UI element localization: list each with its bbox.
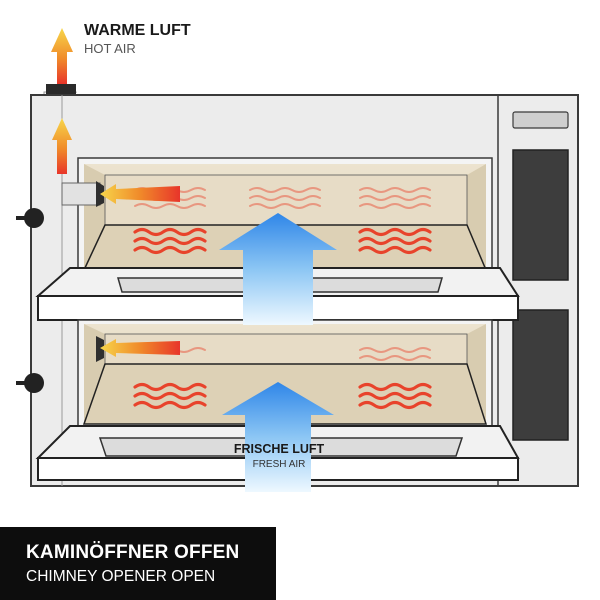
hot-air-arrow-icon <box>51 28 73 84</box>
control-panel-top <box>512 149 569 281</box>
hot-air-label-en: HOT AIR <box>84 41 136 56</box>
fresh-air-arrow-icon <box>219 213 337 325</box>
fresh-air-label-en: FRESH AIR <box>253 459 306 470</box>
state-subtitle: CHIMNEY OPENER OPEN <box>26 568 216 585</box>
hot-air-arrow-icon <box>100 184 180 204</box>
hot-air-label-de: WARME LUFT <box>84 22 191 39</box>
vent-slot-upper <box>61 181 104 207</box>
hot-air-arrow-icon <box>52 118 72 174</box>
state-banner: KAMINÖFFNER OFFEN CHIMNEY OPENER OPEN <box>0 527 276 600</box>
fresh-air-label-de: FRISCHE LUFT <box>234 442 325 456</box>
heat-wave-icon <box>133 187 432 410</box>
hot-air-arrow-icon <box>100 339 180 357</box>
fresh-air-arrow-icon <box>222 382 334 492</box>
control-panel-bottom <box>512 309 569 441</box>
door-knob-icon <box>16 208 44 228</box>
state-title: KAMINÖFFNER OFFEN <box>26 542 240 563</box>
vent-slot-lower <box>96 336 104 362</box>
door-knob-icon <box>16 373 44 393</box>
